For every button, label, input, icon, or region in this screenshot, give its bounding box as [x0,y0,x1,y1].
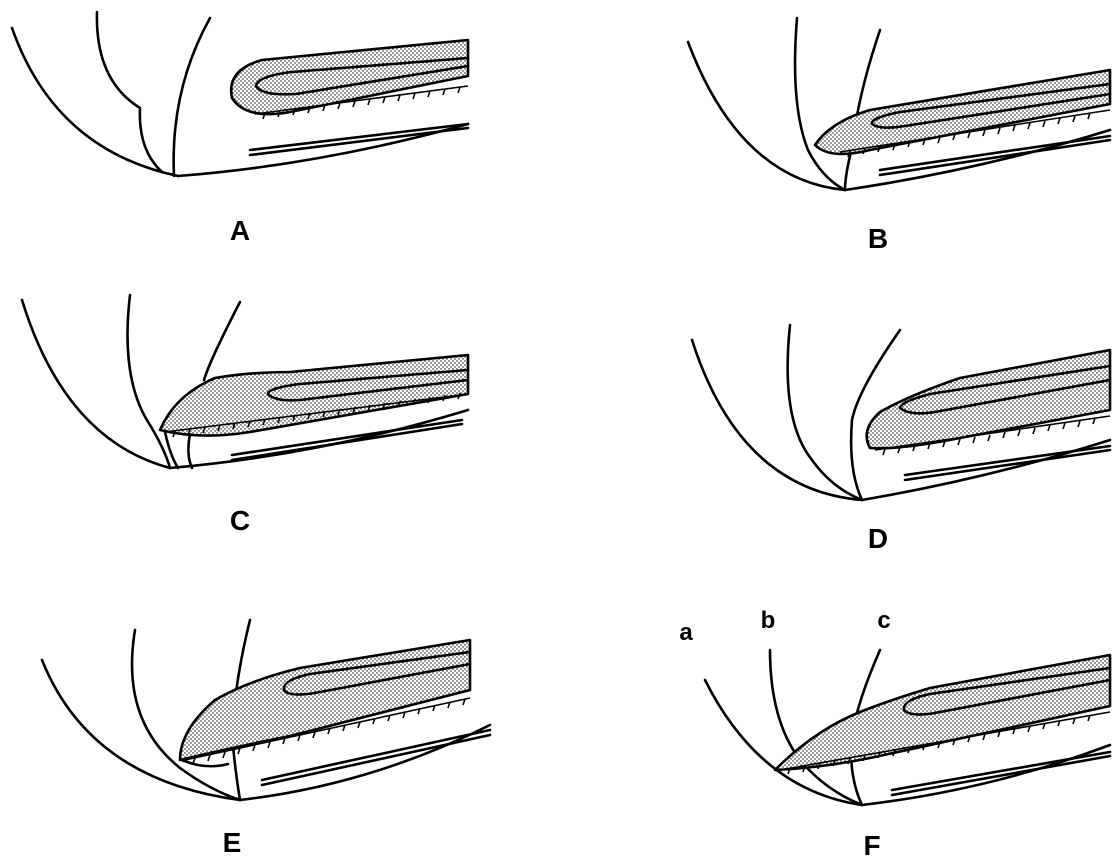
line-label-c: c [877,607,890,634]
arc-outer-d [692,340,862,500]
panel-label-f: F [863,830,880,861]
arc-outer-a [12,28,178,176]
panel-label-a: A [230,215,250,246]
panel-c: C [22,295,468,536]
arc-inner-a [174,18,210,176]
lower-line-f [892,752,1110,795]
panel-label-b: B [868,223,888,254]
lower-line-d [905,446,1110,480]
panel-b: B [688,18,1110,254]
baseline-a [178,124,468,176]
arc-outer-c [22,300,170,468]
baseline-f [862,745,1110,805]
panel-label-d: D [868,523,888,554]
arc-middle-b [795,18,845,190]
lower-line-e [262,730,490,785]
arc-outer-b [688,42,845,190]
panel-e: E [42,620,490,858]
line-label-a: a [679,619,693,646]
arc-inner-c [204,302,240,380]
arc-middle-c [128,295,171,468]
panel-d: D [692,325,1110,554]
line-label-b: b [761,607,776,634]
panel-a: A [12,12,468,246]
tip-notch-e [182,760,228,766]
arc-middle-d [788,325,862,500]
panel-label-c: C [230,505,250,536]
panel-f: a b c F [679,607,1110,861]
panel-label-e: E [223,827,242,858]
